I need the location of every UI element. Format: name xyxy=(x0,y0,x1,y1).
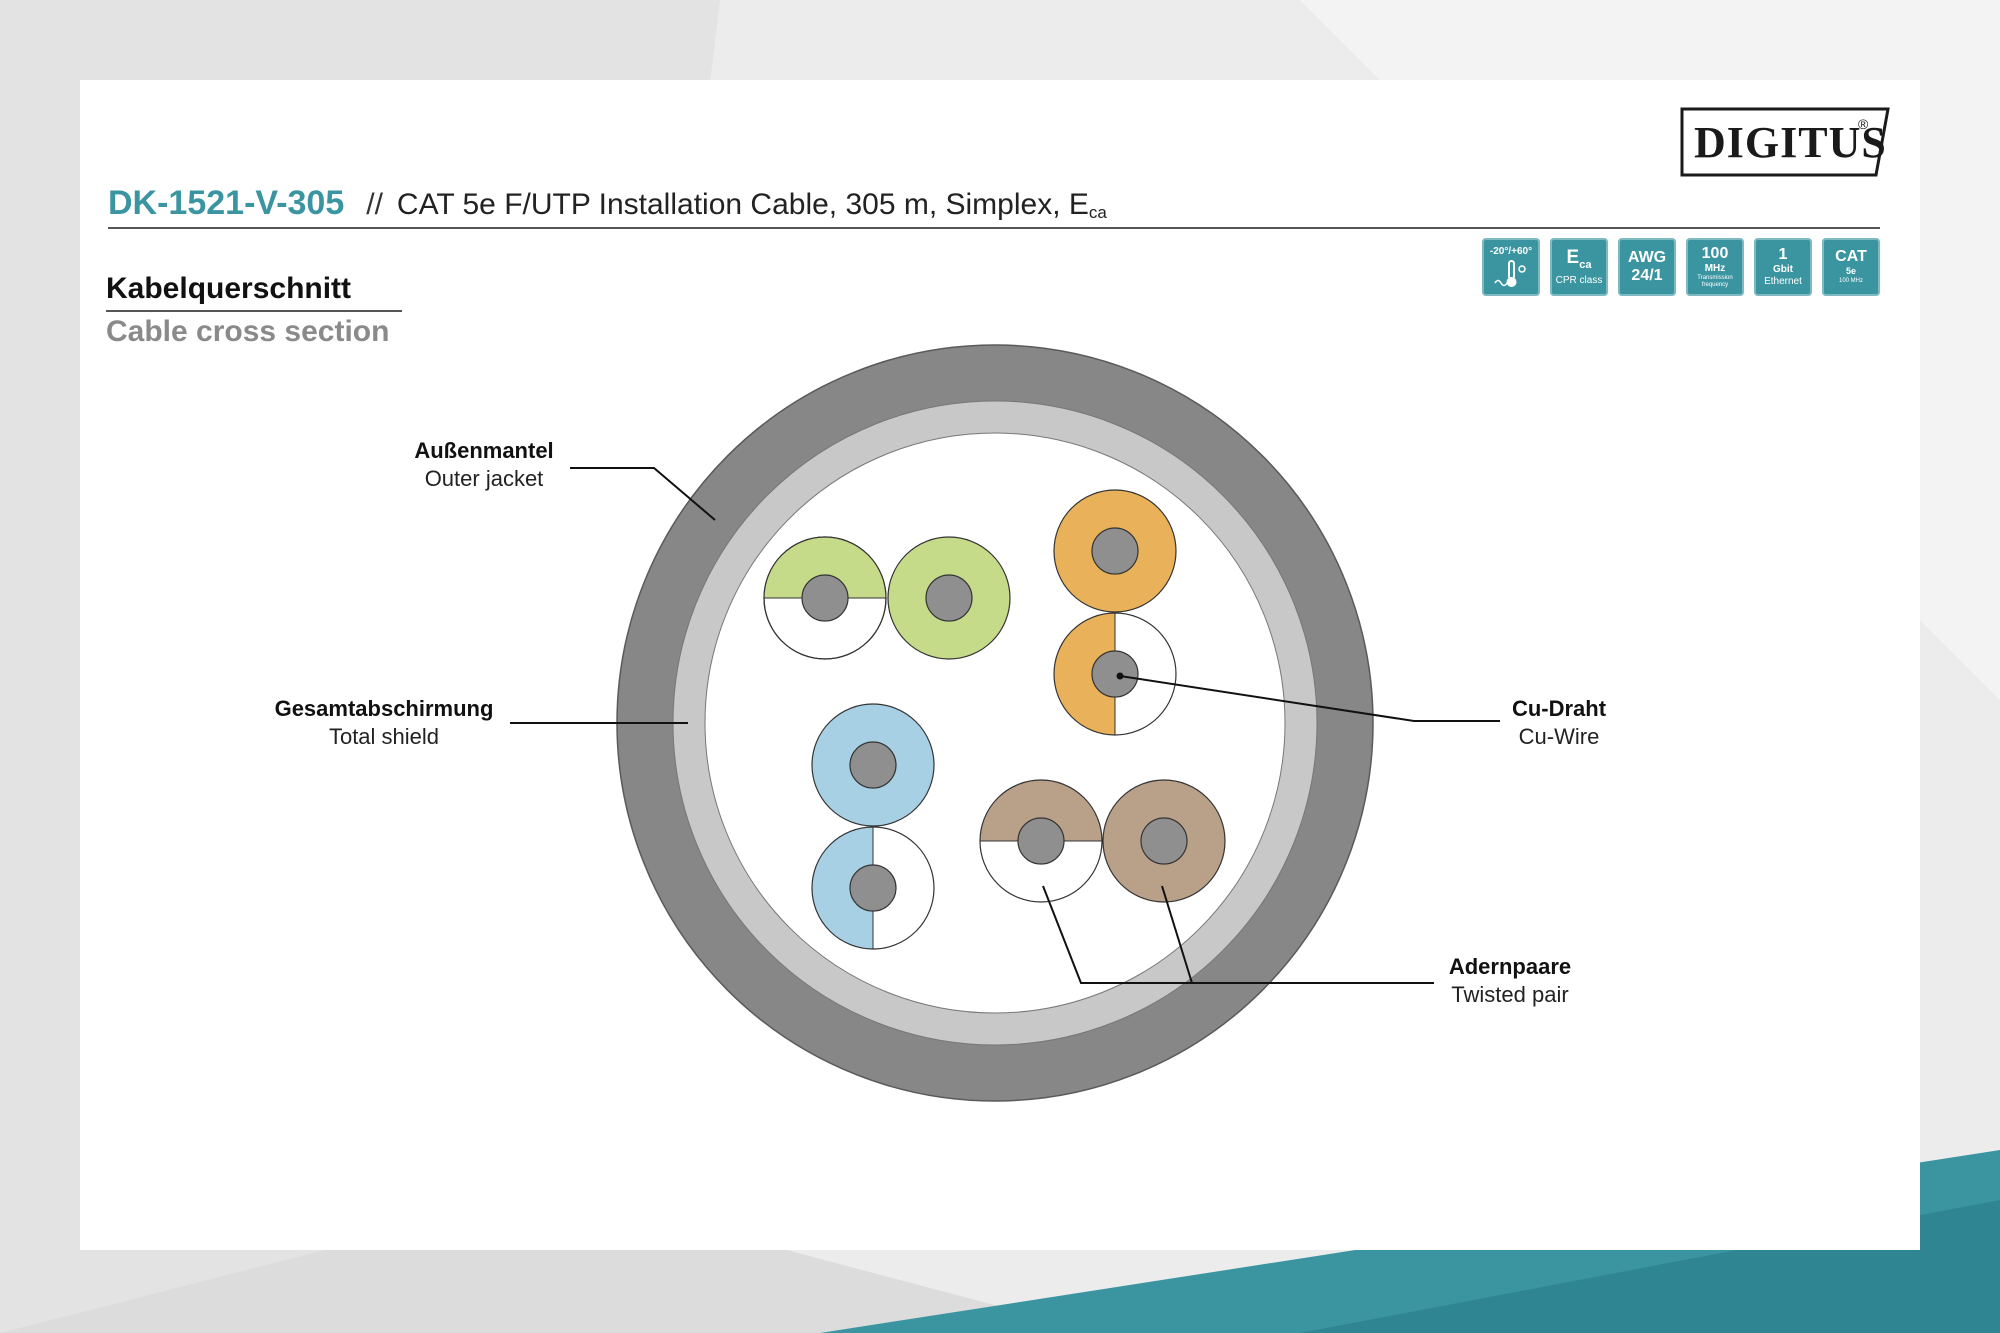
logo-text: DIGITUS xyxy=(1694,118,1887,167)
twisted-pair-brown xyxy=(979,779,1226,903)
awg-badge: AWG 24/1 xyxy=(1618,238,1676,296)
label-twisted-pair: Adernpaare Twisted pair xyxy=(1448,954,1572,1007)
label-total-shield: Gesamtabschirmung Total shield xyxy=(274,696,494,749)
product-description: CAT 5e F/UTP Installation Cable, 305 m, … xyxy=(396,188,1107,222)
label-cu-wire: Cu-Draht Cu-Wire xyxy=(1511,696,1607,749)
leader-outer-jacket xyxy=(570,467,716,521)
temperature-range-icon: -20°/+60° xyxy=(1482,238,1540,296)
wire-green-white xyxy=(763,536,887,660)
twisted-pair-blue xyxy=(811,703,935,950)
section-divider xyxy=(106,310,402,312)
wire-orange-white xyxy=(1053,612,1177,736)
product-title: DK-1521-V-305 // CAT 5e F/UTP Installation… xyxy=(108,178,1878,228)
title-separator: // xyxy=(366,188,383,221)
section-title-de: Kabelquerschnitt xyxy=(106,272,352,305)
digitus-logo xyxy=(1680,107,1890,177)
section-title-en: Cable cross section xyxy=(106,315,390,348)
wire-blue-white xyxy=(811,826,935,950)
category-badge: CAT 5e 100 MHz xyxy=(1822,238,1880,296)
wire-brown-white xyxy=(979,779,1103,903)
label-outer-jacket: Außenmantel Outer jacket xyxy=(414,438,554,491)
wire-orange xyxy=(1053,489,1177,613)
wire-green xyxy=(887,536,1011,660)
leader-cu-wire xyxy=(1119,675,1500,722)
leader-twisted-pair-2 xyxy=(1161,885,1193,984)
twisted-pair-orange xyxy=(1053,489,1177,736)
product-sku: DK-1521-V-305 xyxy=(108,184,345,222)
registered-mark: ® xyxy=(1858,116,1869,132)
frequency-badge: 100 MHz Transmission frequency xyxy=(1686,238,1744,296)
cable-core xyxy=(704,432,1286,1014)
twisted-pair-green xyxy=(763,536,1011,660)
ethernet-badge: 1 Gbit Ethernet xyxy=(1754,238,1812,296)
wire-brown xyxy=(1102,779,1226,903)
cu-wire-pointer-dot xyxy=(1116,672,1124,680)
title-divider xyxy=(108,227,1880,229)
leader-twisted-pair-1 xyxy=(1042,885,1434,984)
feature-badges: -20°/+60° Eca CPR class AWG 24/1 100 MHz… xyxy=(1482,238,1880,296)
cpr-class-badge: Eca CPR class xyxy=(1550,238,1608,296)
wire-blue xyxy=(811,703,935,827)
thermometer-icon xyxy=(1494,260,1526,287)
